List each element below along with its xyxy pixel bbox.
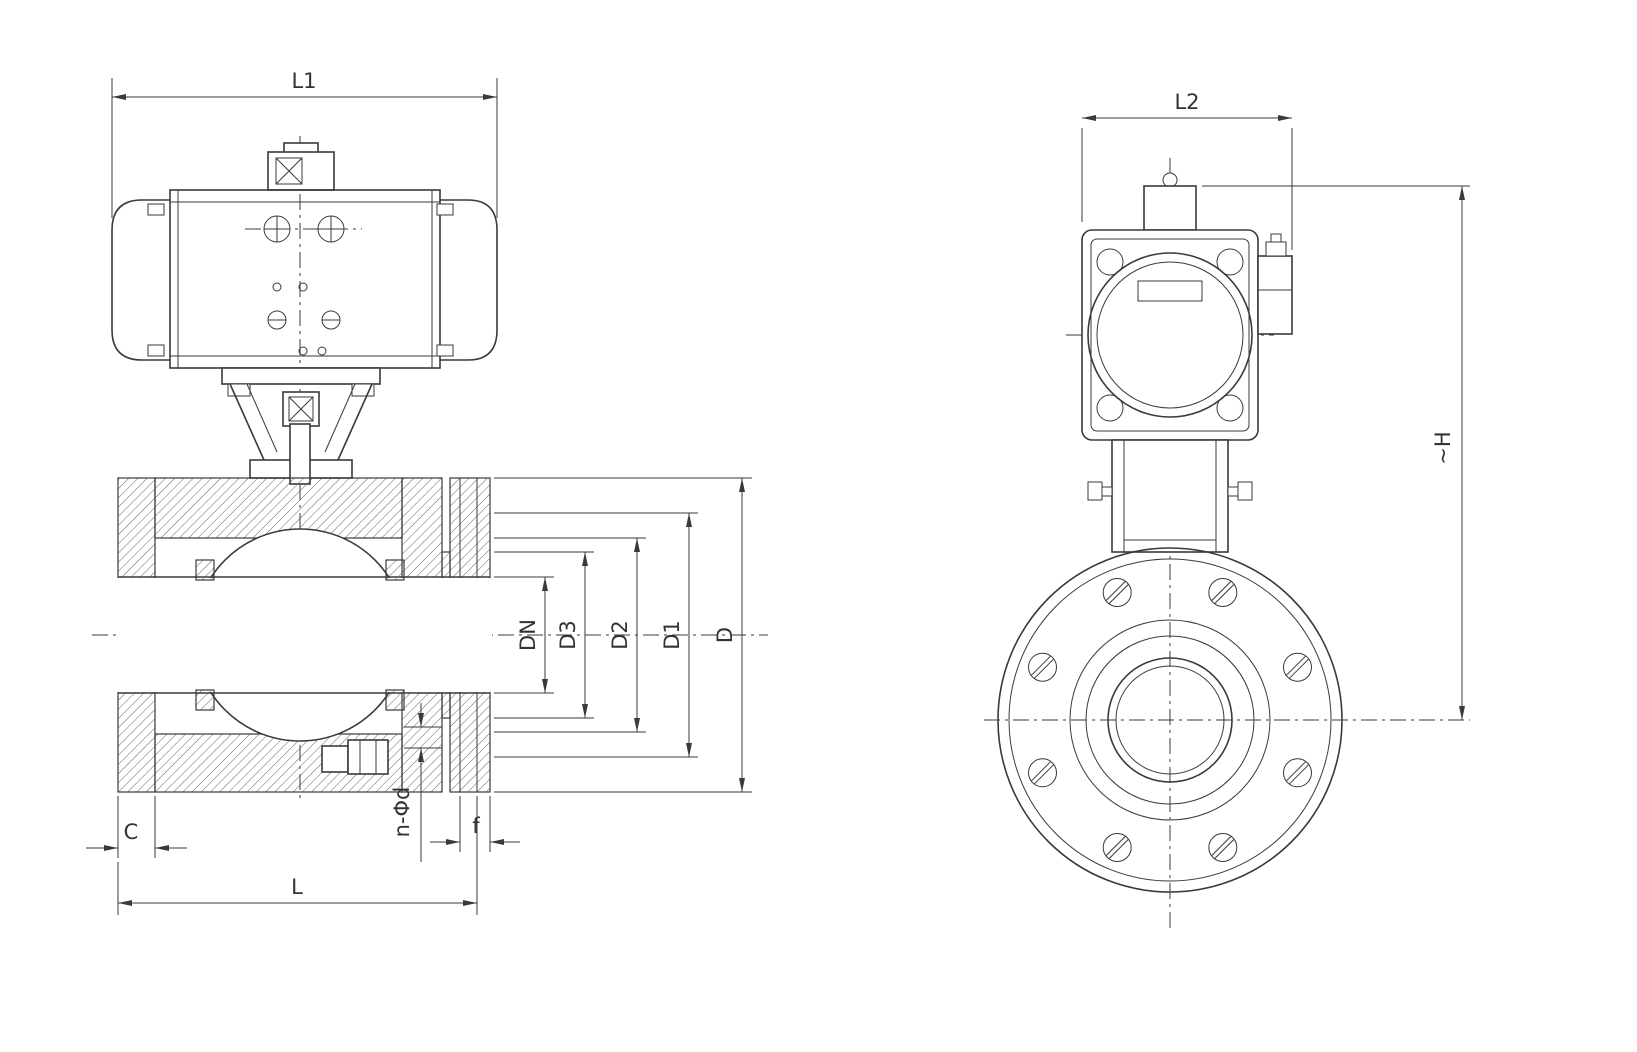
bracket-front: [1087, 439, 1253, 553]
seat-section: [195, 689, 215, 711]
endcap-bolt: [436, 344, 454, 357]
bracket-column: [1111, 439, 1229, 553]
corner-bolt: [1216, 248, 1244, 276]
dim-label-l1: L1: [291, 69, 316, 93]
drain-nut: [347, 739, 389, 775]
seat-section: [195, 559, 215, 581]
dim-label-c: C: [124, 820, 139, 844]
bracket-side-bolt: [1087, 481, 1103, 501]
mounting-bracket: [221, 367, 381, 485]
valve-body-section: [116, 477, 492, 793]
top-cylinder: [1143, 185, 1197, 231]
actuator-face-circle: [1087, 252, 1253, 418]
dim-label-d3: D3: [556, 620, 580, 650]
actuator-right-endcap: [440, 199, 498, 361]
side-attachment: [1257, 255, 1293, 335]
dimension-L1: L1: [111, 69, 498, 218]
actuator-left-endcap: [111, 199, 170, 361]
bore-circle: [1107, 657, 1233, 783]
corner-bolt: [1096, 248, 1124, 276]
dim-label-l: L: [291, 875, 303, 899]
pilot-hole: [298, 346, 308, 356]
pilot-hole: [298, 282, 308, 292]
corner-bolt: [1096, 394, 1124, 422]
raised-face-circle: [1069, 619, 1271, 821]
corner-bolt: [1216, 394, 1244, 422]
dimension-n-phi-d: n-Φd: [390, 703, 442, 862]
bracket-plate: [221, 367, 381, 385]
body-top-section: [154, 477, 403, 539]
pilot-hole: [272, 282, 282, 292]
dim-label-n-phi-d: n-Φd: [390, 787, 414, 838]
dim-label-d1: D1: [660, 620, 684, 650]
seat-section: [385, 689, 405, 711]
dimension-D2: D2: [494, 537, 646, 733]
actuator-front: [1081, 172, 1293, 441]
dim-label-dn: DN: [516, 619, 540, 651]
endcap-bolt: [147, 344, 165, 357]
drain-plug: [321, 745, 349, 773]
dimension-DN: DN: [494, 576, 554, 694]
dim-label-d: D: [713, 627, 737, 643]
bracket-side-bolt-shaft: [1227, 486, 1239, 497]
flange-front: [997, 547, 1343, 893]
endcap-bolt: [436, 203, 454, 216]
dim-label-f: f: [472, 814, 480, 838]
side-view: L1 DN D3 D2 D1: [86, 69, 768, 915]
dimension-H: ~H: [1202, 185, 1470, 720]
dimension-D3: D3: [494, 551, 594, 719]
dim-label-h: ~H: [1431, 431, 1455, 464]
dim-label-l2: L2: [1174, 90, 1199, 114]
nameplate: [1137, 280, 1203, 302]
bracket-side-bolt-shaft: [1101, 486, 1113, 497]
seat-section: [385, 559, 405, 581]
dim-label-d2: D2: [608, 620, 632, 650]
dimension-f: f: [430, 796, 520, 852]
pneumatic-actuator: [111, 142, 498, 369]
flange-outer-circle: [997, 547, 1343, 893]
indicator-window: [275, 157, 303, 185]
dimension-C: C: [86, 796, 187, 858]
attachment-bolt-tip: [1270, 233, 1282, 243]
dimension-D1: D1: [494, 512, 698, 758]
dimension-L2: L2: [1081, 90, 1293, 250]
bore-clearance: [116, 578, 492, 692]
actuator-cylinder: [169, 189, 441, 369]
valve-stem: [289, 423, 311, 485]
endcap-bolt: [147, 203, 165, 216]
dimension-D: D: [494, 477, 752, 793]
bolt-holes: [1028, 578, 1312, 862]
dimension-L: L: [117, 796, 478, 915]
pilot-hole: [317, 346, 327, 356]
indicator-knob: [1162, 172, 1178, 188]
attachment-bolt: [1265, 241, 1287, 257]
bracket-side-bolt: [1237, 481, 1253, 501]
front-view: L2 ~H: [984, 90, 1470, 928]
